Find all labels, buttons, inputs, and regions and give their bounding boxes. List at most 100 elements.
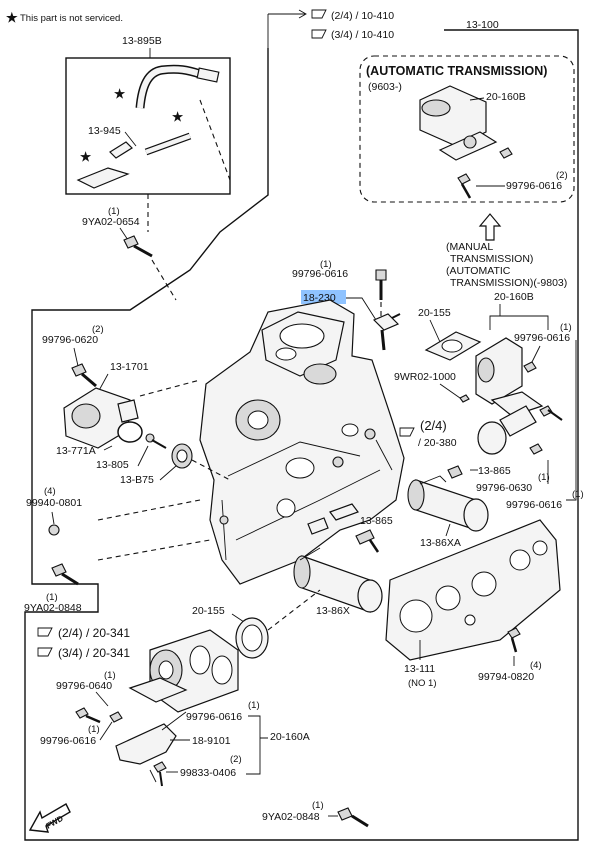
ref-2-4-10-410[interactable]: (2/4) / 10-410 xyxy=(331,10,394,22)
svg-text:(2): (2) xyxy=(556,170,568,181)
part-label-13-b75[interactable]: 13-B75 xyxy=(120,474,154,486)
part-label-99796-0630[interactable]: 99796-0630 xyxy=(476,482,532,494)
solenoid-13-86x: 13-86X xyxy=(293,547,383,617)
auto-transmission-subtitle: (9603-) xyxy=(368,81,402,93)
solenoid-13-86xa: 13-86XA xyxy=(407,475,489,549)
part-label-99796-0616-bracket[interactable]: 99796-0616 xyxy=(186,711,242,723)
hand-pointer-icon xyxy=(399,427,415,437)
auto-transmission-title: (AUTOMATIC TRANSMISSION) xyxy=(366,64,547,78)
star-icon: ★ xyxy=(172,110,184,124)
legend: ★ This part is not serviced. xyxy=(6,10,123,25)
part-label-13-86xa[interactable]: 13-86XA xyxy=(420,537,461,549)
hand-pointer-icon xyxy=(311,29,327,39)
svg-text:(1): (1) xyxy=(248,700,260,711)
ref-10-410-group: (2/4) / 10-410 (3/4) / 10-410 xyxy=(267,9,394,48)
part-label-13-865-center[interactable]: 13-865 xyxy=(360,515,393,527)
engine-block xyxy=(199,299,405,585)
part-label-99796-0616-auto[interactable]: 99796-0616 xyxy=(506,180,562,192)
svg-text:(1): (1) xyxy=(320,259,332,270)
svg-text:(4): (4) xyxy=(530,660,542,671)
star-icon: ★ xyxy=(6,10,18,25)
hand-pointer-icon xyxy=(37,647,53,657)
actuator-20-160b: (1) 99796-0616 xyxy=(475,322,572,417)
part-label-20-160b[interactable]: 20-160B xyxy=(494,291,534,303)
part-label-13-865-right[interactable]: 13-865 xyxy=(478,465,511,477)
gasket-20-155-lower: 20-155 xyxy=(192,589,321,659)
part-label-99833-0406[interactable]: 99833-0406 xyxy=(180,767,236,779)
part-note-no1: (NO 1) xyxy=(408,678,437,689)
svg-text:(1): (1) xyxy=(312,800,324,811)
ref-20-380-group: (2/4) / 20-380 xyxy=(399,418,457,449)
part-label-13-111[interactable]: 13-111 xyxy=(404,663,435,675)
svg-text:(MANUAL: (MANUAL xyxy=(446,241,493,253)
part-label-13-100[interactable]: 13-100 xyxy=(466,19,499,31)
ref-3-4-10-410[interactable]: (3/4) / 10-410 xyxy=(331,29,394,41)
part-label-20-160a[interactable]: 20-160A xyxy=(270,731,310,743)
part-9wr02-1000: 9WR02-1000 xyxy=(394,371,470,403)
part-label-99796-0620[interactable]: 99796-0620 xyxy=(42,334,98,346)
hand-pointer-icon xyxy=(37,627,53,637)
inset-automatic-transmission: 13-100 (AUTOMATIC TRANSMISSION) (9603-) … xyxy=(359,19,575,203)
part-label-9wr02-1000[interactable]: 9WR02-1000 xyxy=(394,371,456,383)
actuator-20-160a: (1) 99796-0640 (1) 99796-0616 (1) 99796-… xyxy=(40,629,310,787)
part-label-99796-0616-right[interactable]: 99796-0616 xyxy=(514,332,570,344)
gasket-13-111: 13-111 (NO 1) (4) 99794-0820 xyxy=(385,519,561,689)
legend-text: This part is not serviced. xyxy=(20,13,123,24)
part-label-20-155-lower[interactable]: 20-155 xyxy=(192,605,225,617)
star-icon: ★ xyxy=(114,87,126,101)
main-frame xyxy=(24,29,579,841)
part-label-13-805[interactable]: 13-805 xyxy=(96,459,129,471)
arrow-up-icon xyxy=(478,213,502,241)
svg-text:TRANSMISSION)(-9803): TRANSMISSION)(-9803) xyxy=(450,277,567,289)
svg-text:(AUTOMATIC: (AUTOMATIC xyxy=(446,265,511,277)
svg-text:(1): (1) xyxy=(104,670,116,681)
transmission-note: (MANUAL TRANSMISSION) (AUTOMATIC TRANSMI… xyxy=(446,213,567,330)
part-label-9ya02-0848-bottom[interactable]: 9YA02-0848 xyxy=(262,811,320,823)
forward-arrow: FWD xyxy=(28,803,71,833)
ref-2-4-20-380[interactable]: (2/4) xyxy=(420,418,447,433)
svg-text:(1): (1) xyxy=(46,592,58,603)
star-icon: ★ xyxy=(80,150,92,164)
bolts-left: (4) 99940-0801 (1) 9YA02-0848 xyxy=(24,486,211,614)
part-label-18-9101[interactable]: 18-9101 xyxy=(192,735,231,747)
svg-text:(2): (2) xyxy=(92,324,104,335)
part-label-13-945[interactable]: 13-945 xyxy=(88,125,121,137)
part-label-13-771a[interactable]: 13-771A xyxy=(56,445,96,457)
part-label-13-86x[interactable]: 13-86X xyxy=(316,605,350,617)
sensor-18-230: (1) 99796-0616 18-230 xyxy=(292,259,401,351)
part-label-9ya02-0654[interactable]: 9YA02-0654 xyxy=(82,216,140,228)
ref-20-380[interactable]: / 20-380 xyxy=(418,437,457,449)
part-label-99940-0801[interactable]: 99940-0801 xyxy=(26,497,82,509)
gasket-20-155: 20-155 xyxy=(418,307,482,361)
svg-text:(4): (4) xyxy=(44,486,56,497)
svg-text:(1): (1) xyxy=(88,724,100,735)
bolt-9ya02-0848-bottom: (1) 9YA02-0848 xyxy=(262,800,369,828)
solenoid-group-right: 13-865 (1) 99796-0630 (1) 99796-0616 xyxy=(447,340,584,511)
ref-2-4-20-341[interactable]: (2/4) / 20-341 xyxy=(58,626,130,640)
thermostat-group-left: (2) 99796-0620 13-1701 13-771A 13-805 13… xyxy=(42,324,231,486)
part-label-99794-0820[interactable]: 99794-0820 xyxy=(478,671,534,683)
part-label-9ya02-0848-left[interactable]: 9YA02-0848 xyxy=(24,602,82,614)
part-label-20-155[interactable]: 20-155 xyxy=(418,307,451,319)
part-label-99796-0616-top[interactable]: 99796-0616 xyxy=(292,268,348,280)
svg-text:(1): (1) xyxy=(560,322,572,333)
ref-20-341-group: (2/4) / 20-341 (3/4) / 20-341 xyxy=(37,626,130,660)
svg-text:(2): (2) xyxy=(230,754,242,765)
part-label-13-1701[interactable]: 13-1701 xyxy=(110,361,149,373)
svg-text:(1): (1) xyxy=(572,489,584,500)
svg-text:(1): (1) xyxy=(538,472,550,483)
highlight xyxy=(301,290,346,304)
part-label-99796-0640[interactable]: 99796-0640 xyxy=(56,680,112,692)
part-label-99796-0616-bottom[interactable]: 99796-0616 xyxy=(40,735,96,747)
ref-3-4-20-341[interactable]: (3/4) / 20-341 xyxy=(58,646,130,660)
svg-text:(1): (1) xyxy=(108,206,120,217)
svg-text:TRANSMISSION): TRANSMISSION) xyxy=(450,253,533,265)
part-label-20-160b-auto[interactable]: 20-160B xyxy=(486,91,526,103)
bolt-9ya02-0654: (1) 9YA02-0654 xyxy=(82,194,177,301)
part-label-99796-0616-lower[interactable]: 99796-0616 xyxy=(506,499,562,511)
hand-pointer-icon xyxy=(311,9,327,19)
part-label-13-895b[interactable]: 13-895B xyxy=(122,35,162,47)
inset-13-895b: 13-895B ★ ★ ★ 13-945 xyxy=(65,35,231,195)
